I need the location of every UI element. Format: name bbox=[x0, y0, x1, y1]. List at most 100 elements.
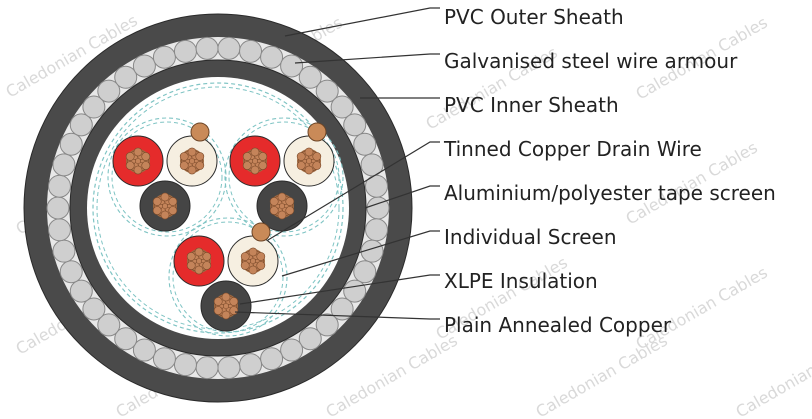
label-steel-wire-armour: Galvanised steel wire armour bbox=[444, 49, 738, 73]
armour-wire bbox=[353, 132, 377, 156]
armour-wire bbox=[315, 313, 339, 337]
triad bbox=[224, 117, 344, 237]
individual-screen-inner bbox=[172, 221, 284, 333]
copper-strand bbox=[202, 252, 212, 261]
copper-strand bbox=[194, 247, 204, 257]
individual-screen bbox=[168, 217, 288, 337]
copper-strand bbox=[240, 261, 250, 270]
armour-wire bbox=[195, 356, 219, 380]
drain-wire bbox=[190, 122, 210, 142]
armour-wire bbox=[260, 45, 284, 69]
copper-strand bbox=[194, 265, 204, 275]
label-xlpe-insulation: XLPE Insulation bbox=[444, 269, 598, 293]
armour-wire bbox=[97, 79, 121, 103]
copper-conductor bbox=[242, 147, 268, 175]
armour-wire bbox=[69, 279, 93, 303]
armour-wire bbox=[132, 54, 156, 78]
watermark-text: Caledonian Cables bbox=[533, 331, 671, 419]
triad bbox=[168, 217, 288, 337]
leader-line bbox=[364, 185, 440, 209]
copper-conductor bbox=[269, 192, 295, 220]
armour-wire bbox=[152, 45, 176, 69]
copper-strand bbox=[168, 197, 178, 206]
armour-wire bbox=[47, 174, 71, 198]
armour-wire bbox=[343, 113, 367, 137]
armour-wire bbox=[114, 327, 138, 351]
armour-wire bbox=[298, 327, 322, 351]
armour-wire bbox=[365, 218, 389, 242]
copper-strand bbox=[285, 206, 295, 215]
copper-strand bbox=[304, 165, 314, 175]
copper-strand bbox=[133, 165, 143, 175]
armour-wire bbox=[82, 297, 106, 321]
copper-strand bbox=[179, 161, 189, 170]
copper-strand bbox=[296, 161, 306, 170]
copper-strand bbox=[187, 147, 197, 157]
copper-strand bbox=[229, 297, 239, 306]
armour-wire bbox=[47, 218, 71, 242]
copper-strand bbox=[258, 152, 268, 161]
copper-conductor bbox=[152, 192, 178, 220]
label-tinned-copper-drain-wire: Tinned Copper Drain Wire bbox=[443, 137, 702, 161]
copper-strand bbox=[179, 152, 189, 161]
copper-strand bbox=[277, 192, 287, 202]
label-tape-screen: Aluminium/polyester tape screen bbox=[444, 181, 776, 205]
copper-strand bbox=[242, 161, 252, 170]
copper-strand bbox=[186, 261, 196, 270]
drain-wire bbox=[307, 122, 327, 142]
copper-strand bbox=[141, 161, 151, 170]
armour-wire bbox=[52, 153, 76, 177]
label-plain-annealed-copper: Plain Annealed Copper bbox=[444, 313, 672, 337]
copper-conductor bbox=[240, 247, 266, 275]
armour-wire bbox=[217, 36, 241, 60]
copper-strand bbox=[256, 261, 266, 270]
copper-strand bbox=[312, 152, 322, 161]
leader-line bbox=[294, 53, 440, 64]
copper-strand bbox=[187, 165, 197, 175]
armour-wire bbox=[365, 174, 389, 198]
copper-strand bbox=[258, 161, 268, 170]
armour-wire bbox=[360, 239, 384, 263]
armour-wire bbox=[260, 347, 284, 371]
copper-strand bbox=[202, 261, 212, 270]
copper-strand bbox=[133, 147, 143, 157]
armour-wire bbox=[46, 196, 70, 220]
copper-strand bbox=[125, 152, 135, 161]
copper-strand bbox=[229, 306, 239, 315]
individual-screen-inner bbox=[228, 121, 340, 233]
armour-wire bbox=[82, 95, 106, 119]
copper-strand bbox=[213, 306, 223, 315]
armour-wire bbox=[298, 65, 322, 89]
watermark-text: Caledonian Cables bbox=[733, 331, 812, 419]
overall-tape-screen bbox=[92, 82, 344, 334]
armour-wire bbox=[315, 79, 339, 103]
leader-line bbox=[267, 141, 440, 241]
copper-conductor bbox=[296, 147, 322, 175]
copper-strand bbox=[248, 247, 258, 257]
leader-lines bbox=[234, 7, 440, 320]
copper-strand bbox=[256, 252, 266, 261]
copper-strand bbox=[195, 152, 205, 161]
copper-strand bbox=[221, 310, 231, 320]
copper-strand bbox=[141, 152, 151, 161]
armour-wire bbox=[366, 196, 390, 220]
leader-line bbox=[284, 7, 440, 37]
copper-strand bbox=[168, 206, 178, 215]
armour-wire bbox=[132, 338, 156, 362]
copper-strand bbox=[213, 297, 223, 306]
copper-strand bbox=[186, 252, 196, 261]
copper-strand bbox=[277, 210, 287, 220]
individual-screen bbox=[107, 117, 227, 237]
armour-wire bbox=[195, 36, 219, 60]
copper-strand bbox=[125, 161, 135, 170]
armour-wire bbox=[52, 239, 76, 263]
armour-wire bbox=[69, 113, 93, 137]
copper-conductor bbox=[186, 247, 212, 275]
label-pvc-outer-sheath: PVC Outer Sheath bbox=[444, 5, 624, 29]
copper-strand bbox=[221, 292, 231, 302]
armour-wire bbox=[217, 356, 241, 380]
armour-wire bbox=[114, 65, 138, 89]
callout-labels: PVC Outer Sheath Galvanised steel wire a… bbox=[443, 5, 776, 337]
